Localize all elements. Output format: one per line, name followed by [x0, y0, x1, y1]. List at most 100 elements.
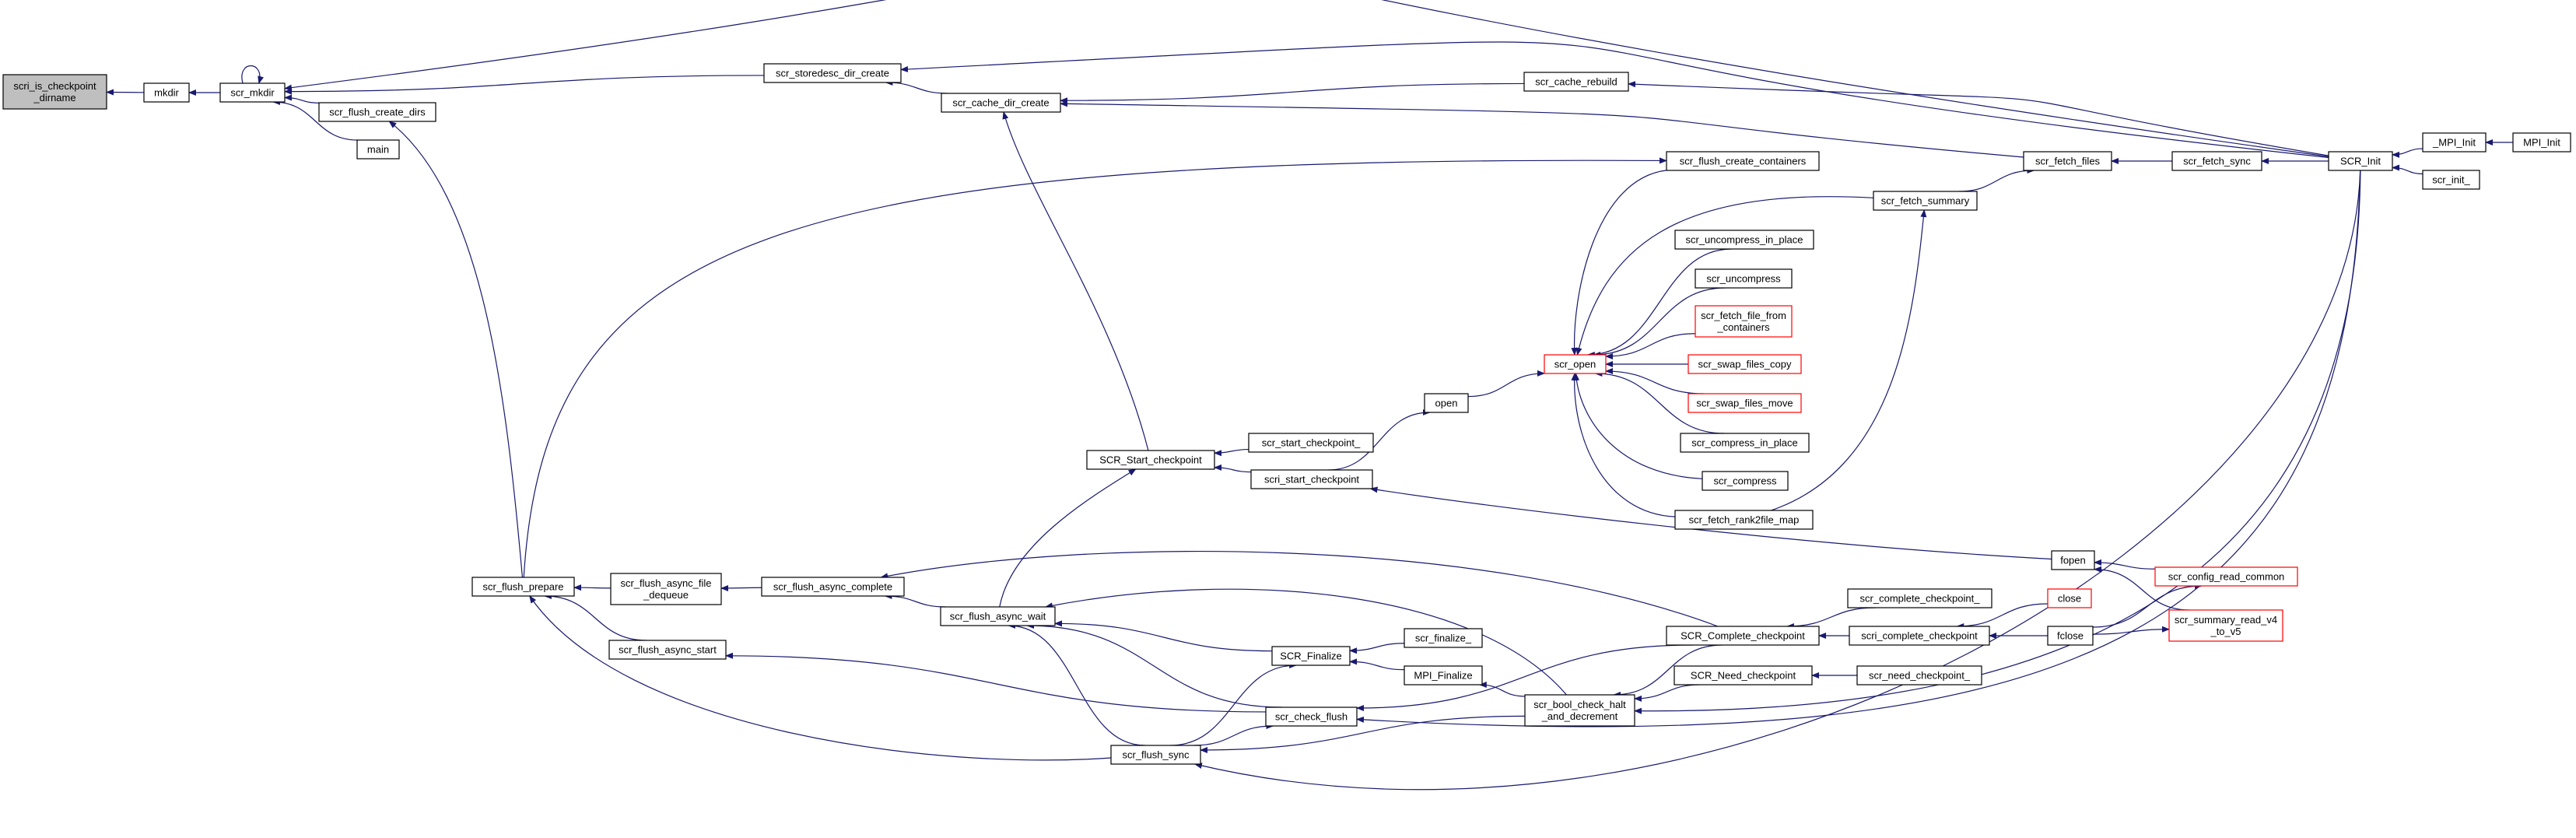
- node-label: scr_flush_create_containers: [1680, 156, 1807, 167]
- node-box: [1680, 433, 1810, 453]
- node-label: scr_summary_read_v4: [2175, 614, 2277, 626]
- node-scr-flush-create-containers[interactable]: scr_flush_create_containers: [1666, 151, 1820, 171]
- node-label: scr_storedesc_dir_create: [776, 68, 889, 79]
- node-box: [608, 640, 727, 660]
- node-mpi-init-u[interactable]: _MPI_Init: [2422, 132, 2487, 153]
- edge-scr_bool_check_halt-to-scr_flush_sync: [1200, 715, 1526, 753]
- node-label: open: [1435, 398, 1458, 409]
- node-label: scr_flush_async_file: [620, 577, 711, 589]
- node-close[interactable]: close: [2047, 588, 2092, 608]
- edge-scr_storedesc_dir_create-to-scr_mkdir: [284, 75, 765, 95]
- node-box: [2, 74, 107, 110]
- node-label: _containers: [1716, 321, 1770, 333]
- node-box: [1688, 354, 1802, 374]
- node-scr-compress-in-place[interactable]: scr_compress_in_place: [1680, 433, 1810, 453]
- node-checkpoint-dirname[interactable]: scri_is_checkpoint_dirname: [2, 74, 107, 110]
- node-scr-bool-check-halt[interactable]: scr_bool_check_halt_and_decrement: [1524, 694, 1635, 727]
- node-scr-flush-prepare[interactable]: scr_flush_prepare: [471, 577, 575, 597]
- node-scri-start-checkpoint[interactable]: scri_start_checkpoint: [1250, 469, 1373, 489]
- node-label: scr_need_checkpoint_: [1869, 670, 1971, 682]
- edge-scr_flush_sync-to-SCR_Finalize: [1170, 662, 1298, 746]
- node-label: scr_bool_check_halt: [1533, 699, 1626, 710]
- node-label: scr_uncompress_in_place: [1685, 234, 1803, 246]
- node-scr-compress[interactable]: scr_compress: [1702, 471, 1789, 491]
- edge-main-to-scr_mkdir: [272, 99, 358, 141]
- node-scr-complete-checkpoint-[interactable]: scr_complete_checkpoint_: [1847, 588, 1992, 608]
- node-scr-finalize[interactable]: SCR_Finalize: [1271, 646, 1351, 666]
- node-label: scr_uncompress: [1706, 273, 1781, 285]
- node-scr-flush-create-dirs[interactable]: scr_flush_create_dirs: [318, 102, 436, 122]
- edge-scr_finalize_-to-SCR_Finalize: [1349, 643, 1405, 654]
- node-scri-complete-checkpoint[interactable]: scri_complete_checkpoint: [1849, 626, 1990, 646]
- node-label: SCR_Finalize: [1280, 650, 1341, 662]
- node-box: [1424, 393, 1469, 413]
- node-scr-fetch-summary[interactable]: scr_fetch_summary: [1873, 191, 1978, 211]
- node-scr-init[interactable]: SCR_Init: [2328, 151, 2393, 171]
- node-scr-cache-rebuild[interactable]: scr_cache_rebuild: [1523, 72, 1629, 92]
- node-label: _dequeue: [643, 589, 689, 601]
- node-box: [2051, 550, 2095, 570]
- node-fopen[interactable]: fopen: [2051, 550, 2095, 570]
- edge-scr_complete_checkpoint_-to-SCR_Complete_checkpoint: [1786, 607, 1876, 629]
- node-box: [2328, 151, 2393, 171]
- edge-scr_check_flush-to-scr_flush_async_start: [725, 652, 1267, 713]
- node-box: [1695, 305, 1793, 338]
- node-scr-swap-files-copy[interactable]: scr_swap_files_copy: [1688, 354, 1802, 374]
- node-box: [941, 93, 1061, 113]
- node-box: [1666, 151, 1820, 171]
- node-scr-uncompress-in-place[interactable]: scr_uncompress_in_place: [1674, 230, 1814, 250]
- node-scr-fetch-rank2file-map[interactable]: scr_fetch_rank2file_map: [1674, 510, 1814, 530]
- node-label: close: [2058, 593, 2081, 605]
- node-scr-need-checkpoint-[interactable]: scr_need_checkpoint_: [1856, 665, 1982, 685]
- node-mpi-init[interactable]: MPI_Init: [2512, 132, 2571, 153]
- node-box: [763, 63, 902, 83]
- node-scr-start-checkpoint[interactable]: SCR_Start_checkpoint: [1086, 450, 1215, 470]
- node-box: [1849, 626, 1990, 646]
- edge-scr_flush_async_complete-to-scr_flush_async_file_dequeue: [720, 585, 762, 592]
- node-scr-summary-read-v4-to-v5[interactable]: scr_summary_read_v4_to_v5: [2168, 609, 2283, 642]
- node-label: scri_is_checkpoint: [13, 80, 96, 92]
- edge-scr_flush_async_start-to-scr_flush_prepare: [543, 593, 647, 641]
- node-scr-flush-async-wait[interactable]: scr_flush_async_wait: [940, 606, 1056, 626]
- node-scr-flush-async-complete[interactable]: scr_flush_async_complete: [761, 577, 905, 597]
- edge-scr_flush_create_dirs-to-scr_mkdir: [284, 94, 320, 103]
- edge-scr_fetch_rank2file_map-to-scr_fetch_summary: [1771, 209, 1927, 511]
- edge-close-to-scri_complete_checkpoint: [1956, 603, 2049, 629]
- node-scr-need-checkpoint[interactable]: SCR_Need_checkpoint: [1674, 665, 1813, 685]
- node-box: [1086, 450, 1215, 470]
- node-scr-init-[interactable]: scr_init_: [2422, 170, 2480, 190]
- node-label: scr_flush_async_complete: [773, 581, 892, 593]
- node-label: scr_cache_rebuild: [1535, 76, 1617, 88]
- node-scr-open[interactable]: scr_open: [1544, 354, 1607, 374]
- node-scr-flush-sync[interactable]: scr_flush_sync: [1110, 745, 1201, 765]
- edge-SCR_Complete_checkpoint-to-scr_bool_check_halt: [1613, 644, 1723, 698]
- edge-scr_summary_read_v4_to_v5-to-fopen: [2094, 566, 2190, 611]
- node-scr-fetch-file-from-containers[interactable]: scr_fetch_file_from_containers: [1695, 305, 1793, 338]
- node-scr-uncompress[interactable]: scr_uncompress: [1695, 268, 1793, 289]
- node-scr-fetch-files[interactable]: scr_fetch_files: [2023, 151, 2112, 171]
- node-scr-finalize-[interactable]: scr_finalize_: [1404, 628, 1483, 648]
- node-label: scr_check_flush: [1275, 711, 1348, 723]
- node-fclose[interactable]: fclose: [2047, 626, 2094, 646]
- node-scr-cache-dir-create[interactable]: scr_cache_dir_create: [941, 93, 1061, 113]
- node-mkdir[interactable]: mkdir: [143, 82, 190, 103]
- node-box: [1674, 665, 1813, 685]
- node-mpi-finalize[interactable]: MPI_Finalize: [1404, 665, 1483, 685]
- node-scr-complete-checkpoint[interactable]: SCR_Complete_checkpoint: [1666, 626, 1820, 646]
- node-label: scr_swap_files_move: [1696, 398, 1793, 409]
- node-scr-start-checkpoint-[interactable]: scr_start_checkpoint_: [1248, 433, 1374, 453]
- node-scr-check-flush[interactable]: scr_check_flush: [1265, 707, 1358, 727]
- node-box: [2422, 132, 2487, 153]
- node-scr-storedesc-dir-create[interactable]: scr_storedesc_dir_create: [763, 63, 902, 83]
- node-scr-swap-files-move[interactable]: scr_swap_files_move: [1688, 393, 1802, 413]
- node-label: SCR_Complete_checkpoint: [1681, 630, 1805, 642]
- node-box: [2154, 566, 2298, 587]
- node-open[interactable]: open: [1424, 393, 1469, 413]
- node-scr-mkdir[interactable]: scr_mkdir: [219, 82, 286, 103]
- node-main[interactable]: main: [356, 139, 400, 160]
- node-scr-flush-async-start[interactable]: scr_flush_async_start: [608, 640, 727, 660]
- node-scr-fetch-sync[interactable]: scr_fetch_sync: [2171, 151, 2262, 171]
- node-scr-config-read-common[interactable]: scr_config_read_common: [2154, 566, 2298, 587]
- node-box: [2168, 609, 2283, 642]
- node-scr-flush-async-file-dequeue[interactable]: scr_flush_async_file_dequeue: [610, 573, 722, 605]
